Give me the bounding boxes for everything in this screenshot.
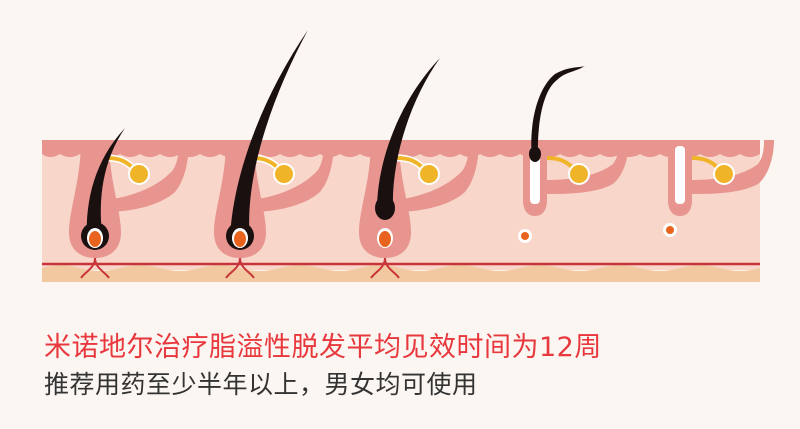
headline-text: 米诺地尔治疗脂溢性脱发平均见效时间为12周 [44, 332, 602, 363]
follicle-stage-1 [69, 128, 189, 278]
epidermis-layer [42, 140, 760, 157]
follicle-stage-2 [214, 30, 334, 278]
hair-strand [86, 128, 125, 240]
follicle-stage-4 [518, 66, 629, 243]
follicle-stage-3 [359, 58, 479, 278]
hair-follicle-illustration [42, 30, 774, 282]
hair-strand [377, 58, 440, 210]
subline-text: 推荐用药至少半年以上，男女均可使用 [44, 370, 478, 399]
hair-strand [230, 30, 308, 240]
fat-layer [42, 265, 760, 282]
follicle-stage-5 [663, 140, 774, 237]
hair-strand [531, 66, 585, 158]
